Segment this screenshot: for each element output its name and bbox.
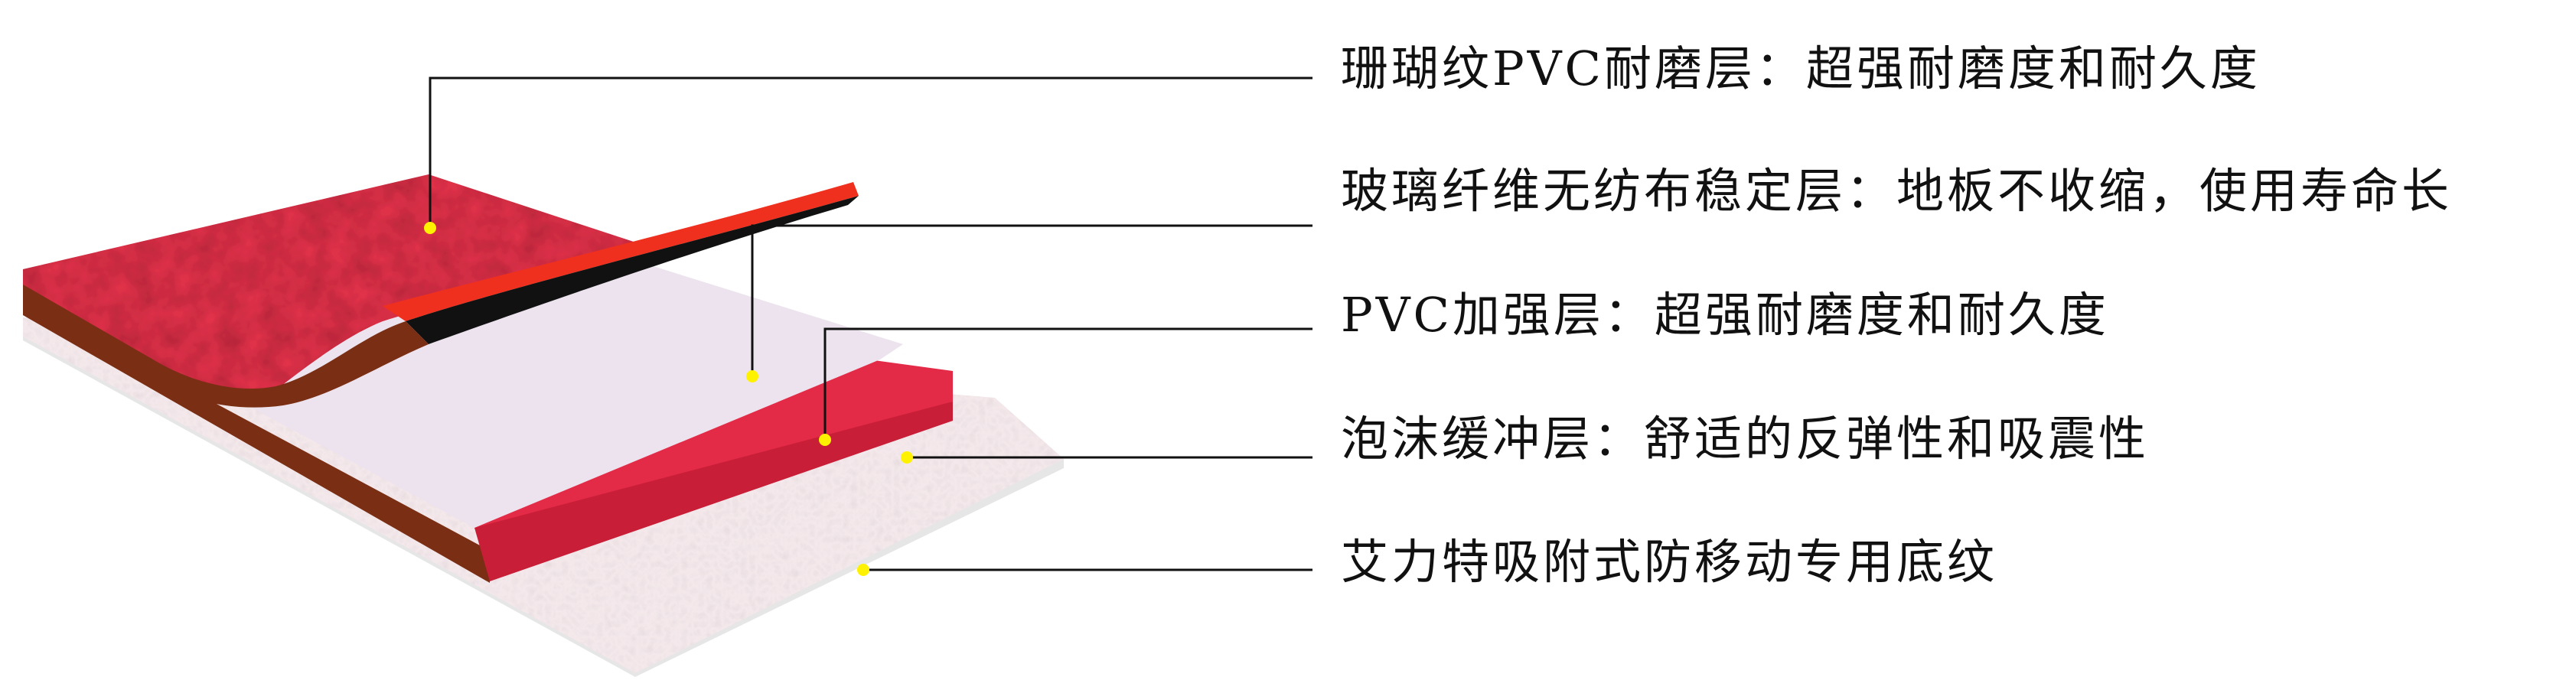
leader-line-glass-fibre [751, 224, 1312, 376]
leader-line-reinforce [823, 327, 1312, 440]
label-foam-layer: 泡沫缓冲层：舒适的反弹性和吸震性 [1341, 411, 2150, 467]
label-backing-layer: 艾力特吸附式防移动专用底纹 [1341, 534, 1998, 590]
wear-layer-curl-orange [383, 182, 859, 321]
label-glass-fibre-layer: 玻璃纤维无纺布稳定层：地板不收缩，使用寿命长 [1341, 163, 2453, 219]
pvc-reinforce-front [474, 402, 953, 581]
marker-dots [424, 222, 913, 576]
wear-layer-curl-lip [23, 285, 429, 408]
wear-layer-sheet [23, 174, 643, 393]
leader-lines [429, 76, 1312, 571]
marker-dot-glass-fibre [746, 370, 758, 382]
wear-layer-curl-black [406, 196, 859, 344]
marker-dot-reinforce [819, 434, 831, 446]
leader-line-wear [429, 76, 1312, 228]
label-wear-layer: 珊瑚纹PVC耐磨层：超强耐磨度和耐久度 [1341, 41, 2261, 96]
label-pvc-reinforce-layer: PVC加强层：超强耐磨度和耐久度 [1341, 287, 2109, 343]
marker-dot-foam [901, 451, 913, 464]
marker-dot-wear [424, 222, 436, 234]
marker-dot-backing [857, 564, 869, 576]
